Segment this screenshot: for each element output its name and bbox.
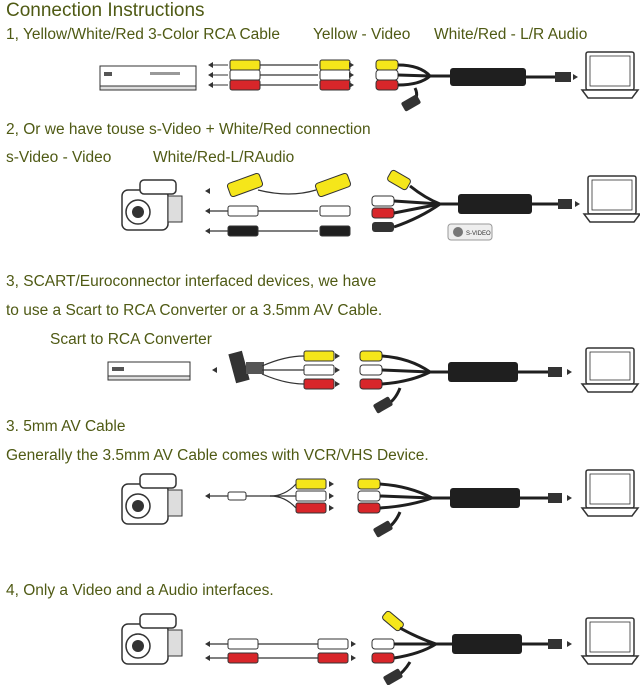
section3-line2: to use a Scart to RCA Converter or a 3.5… [6, 302, 383, 319]
section4-heading: 3. 5mm AV Cable [6, 418, 126, 435]
vcr-icon [107, 361, 191, 381]
diagram-video-audio [121, 610, 640, 685]
laptop-icon [580, 469, 640, 517]
section1-label-audio: White/Red - L/R Audio [434, 26, 588, 43]
section4-line2: Generally the 3.5mm AV Cable comes with … [6, 447, 429, 464]
section2-label-svideo: s-Video - Video [6, 149, 112, 166]
usb-capture-adapter-icon [448, 362, 518, 382]
laptop-icon [580, 347, 640, 393]
diagram-35mm [121, 469, 640, 538]
usb-capture-adapter-icon [450, 68, 526, 86]
usb-capture-adapter-icon [450, 488, 520, 508]
svideo-callout: S-VIDEO [447, 223, 493, 241]
section2-heading: 2, Or we have touse s-Video + White/Red … [6, 121, 371, 138]
laptop-icon [582, 175, 640, 223]
scart-adapter-icon [228, 350, 264, 384]
laptop-icon [580, 617, 640, 665]
dvd-player-icon [99, 65, 197, 91]
diagram-rca [99, 51, 640, 112]
diagram-scart [107, 347, 640, 414]
section5-heading: 4, Only a Video and a Audio interfaces. [6, 582, 274, 599]
usb-capture-adapter-icon [452, 634, 522, 654]
usb-capture-adapter-icon [458, 194, 532, 214]
camcorder-icon [121, 473, 183, 525]
section3-sublabel: Scart to RCA Converter [50, 331, 212, 348]
section3-heading: 3, SCART/Euroconnector interfaced device… [6, 273, 377, 290]
svideo-callout-text: S-VIDEO [466, 231, 491, 237]
laptop-icon [580, 51, 640, 99]
section1-label-video: Yellow - Video [313, 26, 411, 43]
camcorder-icon [121, 179, 183, 231]
section1-heading: 1, Yellow/White/Red 3-Color RCA Cable [6, 26, 280, 43]
camcorder-icon [121, 613, 183, 665]
diagram-svideo: S-VIDEO [121, 169, 640, 241]
page-title: Connection Instructions [6, 0, 205, 21]
section2-label-audio: White/Red-L/RAudio [153, 149, 295, 166]
